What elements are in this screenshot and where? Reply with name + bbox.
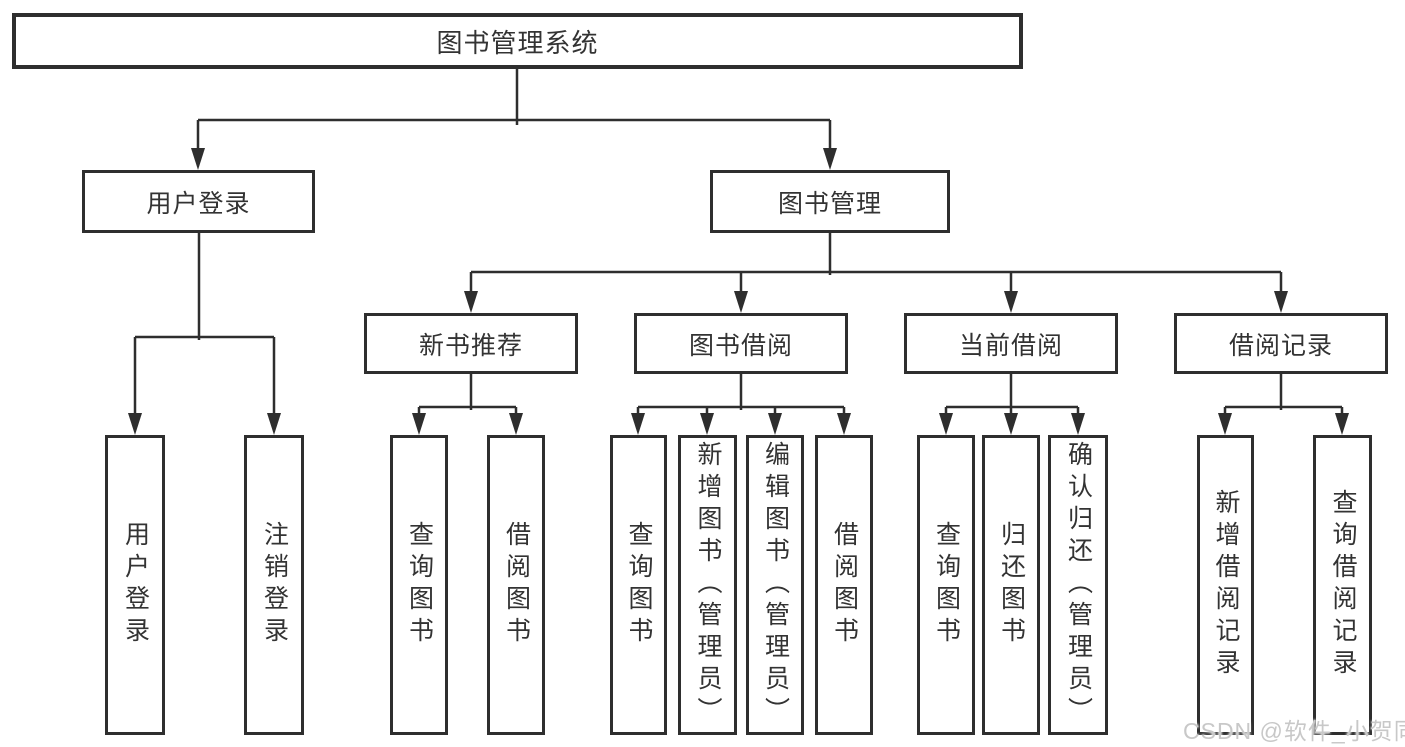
- arrow-down-icon: [412, 413, 426, 435]
- arrowheads: [128, 148, 1349, 435]
- leaf-add-book-admin-label: 新增图书（管理员）: [694, 441, 722, 729]
- leaf-borrow-books-newbook: 借阅图书: [487, 435, 545, 735]
- arrow-down-icon: [1004, 413, 1018, 435]
- node-borrowing-records-label: 借阅记录: [1228, 331, 1333, 360]
- arrow-down-icon: [823, 148, 837, 170]
- arrow-down-icon: [631, 413, 645, 435]
- leaf-return-books-label: 归还图书: [997, 521, 1026, 649]
- node-root-label: 图书管理系统: [436, 27, 599, 58]
- node-user-login: 用户登录: [82, 170, 315, 233]
- arrow-down-icon: [191, 148, 205, 170]
- arrow-down-icon: [1004, 291, 1018, 313]
- leaf-query-books-newbook-label: 查询图书: [405, 521, 434, 649]
- node-user-login-label: 用户登录: [146, 189, 251, 218]
- node-root: 图书管理系统: [12, 13, 1023, 69]
- arrow-down-icon: [267, 413, 281, 435]
- leaf-add-borrow-record: 新增借阅记录: [1197, 435, 1254, 735]
- leaf-logout: 注销登录: [244, 435, 304, 735]
- leaf-query-books-current-label: 查询图书: [932, 521, 961, 649]
- leaf-add-borrow-record-label: 新增借阅记录: [1212, 489, 1240, 681]
- tree-edges: [133, 68, 1344, 417]
- arrow-down-icon: [1071, 413, 1085, 435]
- leaf-query-books-borrowing: 查询图书: [610, 435, 667, 735]
- leaf-query-books-current: 查询图书: [917, 435, 975, 735]
- arrow-down-icon: [464, 291, 478, 313]
- leaf-borrow-books-borrowing-label: 借阅图书: [830, 521, 859, 649]
- node-book-borrowing-label: 图书借阅: [688, 331, 793, 360]
- arrow-down-icon: [734, 291, 748, 313]
- leaf-add-book-admin: 新增图书（管理员）: [678, 435, 737, 735]
- node-book-management: 图书管理: [710, 170, 950, 233]
- node-book-management-label: 图书管理: [777, 189, 882, 218]
- leaf-borrow-books-newbook-label: 借阅图书: [502, 521, 531, 649]
- node-current-borrowing: 当前借阅: [904, 313, 1118, 374]
- leaf-query-borrow-record: 查询借阅记录: [1313, 435, 1372, 735]
- leaf-edit-book-admin: 编辑图书（管理员）: [746, 435, 804, 735]
- arrow-down-icon: [1335, 413, 1349, 435]
- leaf-query-books-borrowing-label: 查询图书: [625, 521, 653, 649]
- arrow-down-icon: [128, 413, 142, 435]
- arrow-down-icon: [700, 413, 714, 435]
- leaf-query-books-newbook: 查询图书: [390, 435, 448, 735]
- arrow-down-icon: [939, 413, 953, 435]
- leaf-confirm-return-admin: 确认归还（管理员）: [1048, 435, 1108, 735]
- arrow-down-icon: [509, 413, 523, 435]
- node-borrowing-records: 借阅记录: [1174, 313, 1388, 374]
- leaf-return-books: 归还图书: [982, 435, 1040, 735]
- watermark: CSDN @软件_小贺同学: [1183, 718, 1405, 744]
- arrow-down-icon: [768, 413, 782, 435]
- arrow-down-icon: [1274, 291, 1288, 313]
- leaf-query-borrow-record-label: 查询借阅记录: [1329, 489, 1357, 681]
- arrow-down-icon: [1218, 413, 1232, 435]
- leaf-user-login: 用户登录: [105, 435, 165, 735]
- leaf-logout-label: 注销登录: [260, 521, 289, 649]
- node-new-book-recommend: 新书推荐: [364, 313, 578, 374]
- leaf-user-login-label: 用户登录: [121, 521, 150, 649]
- leaf-edit-book-admin-label: 编辑图书（管理员）: [761, 441, 790, 729]
- leaf-confirm-return-admin-label: 确认归还（管理员）: [1064, 441, 1093, 729]
- node-current-borrowing-label: 当前借阅: [958, 331, 1063, 360]
- node-new-book-recommend-label: 新书推荐: [418, 331, 523, 360]
- leaf-borrow-books-borrowing: 借阅图书: [815, 435, 873, 735]
- node-book-borrowing: 图书借阅: [634, 313, 848, 374]
- arrow-down-icon: [837, 413, 851, 435]
